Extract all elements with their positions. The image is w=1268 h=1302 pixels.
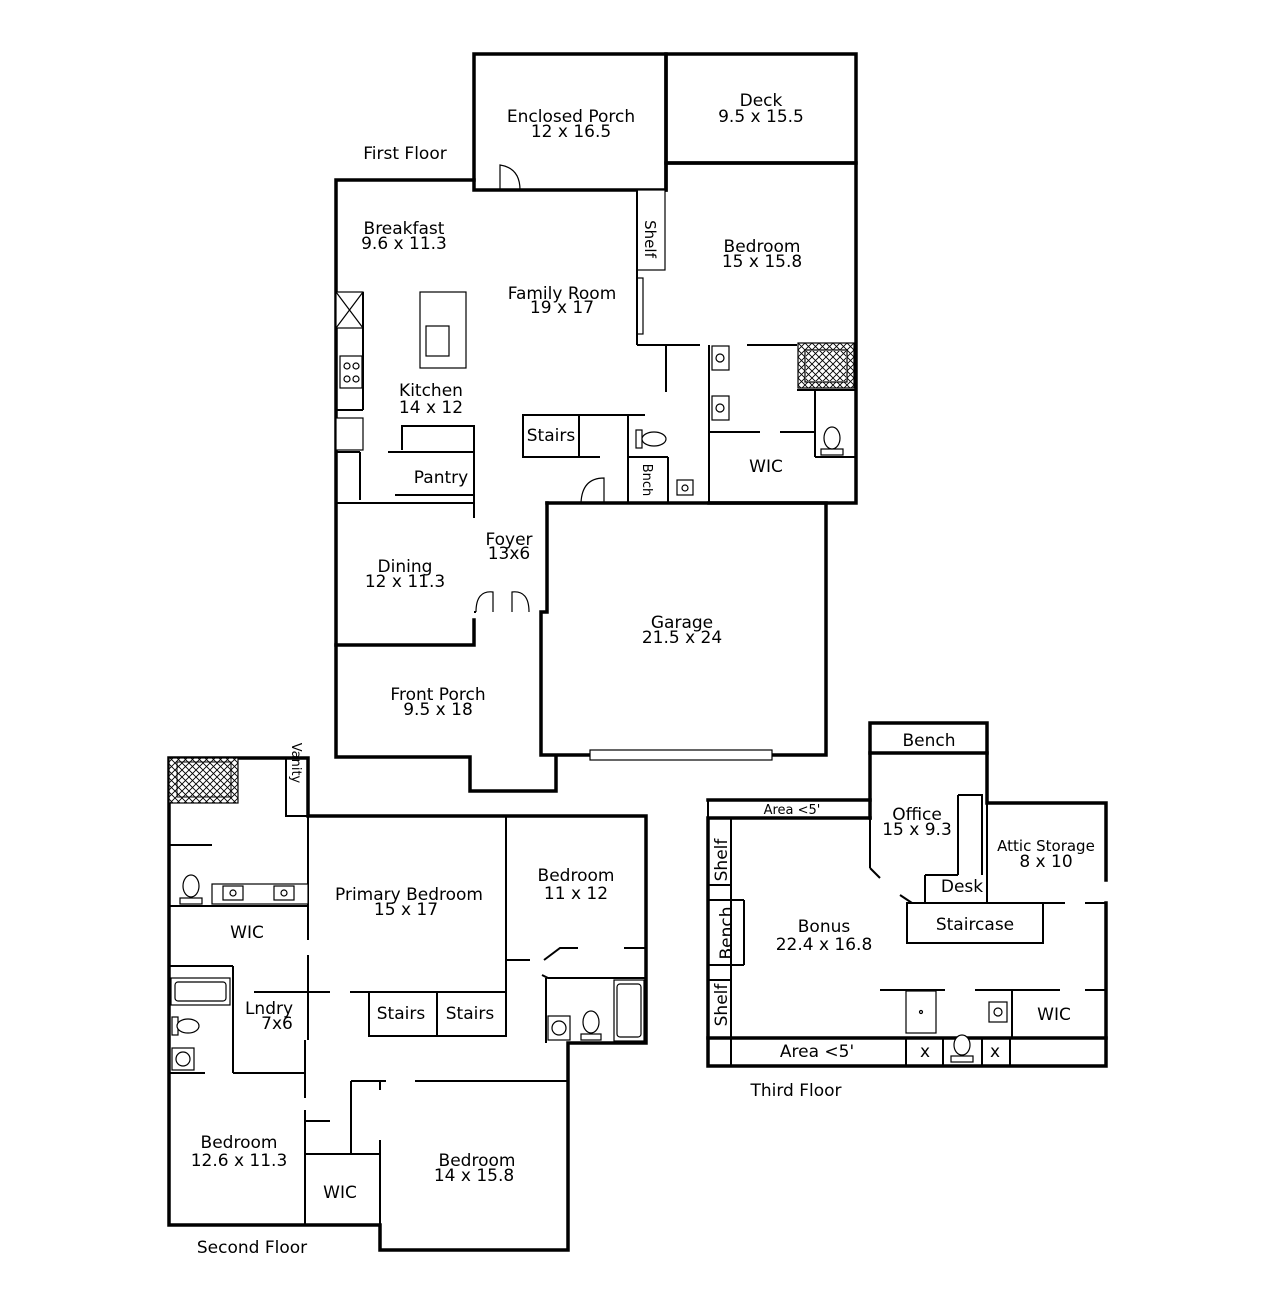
enclosed-porch-name: Enclosed Porch bbox=[507, 107, 635, 127]
enclosed-porch-dims: 12 x 16.5 bbox=[531, 122, 611, 142]
bonus-dims: 22.4 x 16.8 bbox=[776, 935, 873, 955]
pantry-label: Pantry bbox=[414, 468, 468, 488]
front-porch-name: Front Porch bbox=[390, 685, 485, 705]
toilet-icon bbox=[171, 1016, 200, 1036]
breakfast-dims: 9.6 x 11.3 bbox=[361, 234, 447, 254]
area-bottom-label: Area <5' bbox=[780, 1042, 854, 1062]
third-floor-label: Third Floor bbox=[749, 1081, 841, 1101]
first-wic-label: WIC bbox=[749, 457, 783, 477]
first-floor-stairs bbox=[522, 414, 580, 458]
family-room-dims: 19 x 17 bbox=[530, 298, 594, 318]
staircase-label: Staircase bbox=[936, 915, 1014, 935]
vanity-box bbox=[285, 757, 309, 817]
dining-dims: 12 x 11.3 bbox=[365, 572, 445, 592]
primary-bedroom-dims: 15 x 17 bbox=[374, 900, 438, 920]
desk-label: Desk bbox=[941, 877, 983, 897]
stairs-label-2: Stairs bbox=[446, 1004, 495, 1024]
bedroom-c-dims: 14 x 15.8 bbox=[434, 1166, 514, 1186]
x-mark-1: x bbox=[920, 1042, 930, 1062]
toilet-icon bbox=[950, 1034, 974, 1063]
vanity-sink-2 bbox=[711, 395, 730, 421]
sink-2 bbox=[547, 1015, 571, 1041]
garage-entry-door bbox=[580, 477, 605, 504]
sink bbox=[171, 1047, 195, 1071]
bench-label: Bnch bbox=[639, 464, 654, 497]
toilet-icon bbox=[635, 429, 667, 449]
island-sink bbox=[425, 325, 450, 357]
dining-name: Dining bbox=[378, 557, 433, 577]
first-floor-plan: First Floor Enclosed Porch 12 x 16.5 Dec… bbox=[334, 52, 858, 793]
toilet-icon bbox=[580, 1010, 602, 1041]
third-wic-label: WIC bbox=[1037, 1005, 1071, 1025]
x-mark-2: x bbox=[990, 1042, 1000, 1062]
range bbox=[339, 355, 363, 389]
second-floor-plan: Second Floor Vanity WIC Primary Bedroom … bbox=[167, 743, 648, 1258]
office-name: Office bbox=[892, 805, 942, 825]
area-top-label: Area <5' bbox=[764, 803, 821, 818]
deck-dims: 9.5 x 15.5 bbox=[718, 107, 804, 127]
foyer-dims: 13x6 bbox=[488, 544, 531, 564]
family-room-name: Family Room bbox=[508, 284, 617, 304]
garage-dims: 21.5 x 24 bbox=[642, 628, 722, 648]
toilet-icon bbox=[179, 874, 203, 905]
third-floor-plan: Third Floor Bench Area <5' Office 15 x 9… bbox=[706, 721, 1108, 1101]
second-floor-label: Second Floor bbox=[197, 1238, 307, 1258]
bonus-name: Bonus bbox=[798, 917, 851, 937]
garage-name: Garage bbox=[651, 613, 713, 633]
staircase-box bbox=[906, 902, 1044, 944]
front-porch-dims: 9.5 x 18 bbox=[403, 700, 473, 720]
toilet-icon bbox=[820, 426, 844, 456]
front-double-door bbox=[475, 591, 530, 613]
bedroom-1-name: Bedroom bbox=[724, 237, 801, 257]
bedroom-a-name: Bedroom bbox=[538, 866, 615, 886]
office-dims: 15 x 9.3 bbox=[882, 820, 952, 840]
pantry-walls bbox=[401, 425, 475, 518]
first-floor-outer-wall bbox=[334, 178, 558, 793]
dining-wall bbox=[334, 618, 476, 647]
bedroom-c-name: Bedroom bbox=[439, 1151, 516, 1171]
laundry-name: Lndry bbox=[245, 999, 293, 1019]
third-sink bbox=[988, 1001, 1008, 1023]
bedroom-a-dims: 11 x 12 bbox=[544, 884, 608, 904]
shelf-box bbox=[636, 189, 666, 271]
powder-sink bbox=[676, 479, 694, 496]
shelf-label: Shelf bbox=[641, 220, 659, 258]
primary-bedroom-name: Primary Bedroom bbox=[335, 885, 483, 905]
attic-dims: 8 x 10 bbox=[1019, 852, 1072, 872]
foyer-name: Foyer bbox=[485, 530, 532, 550]
garage-left-wall bbox=[539, 501, 592, 757]
bedroom-b-name: Bedroom bbox=[201, 1133, 278, 1153]
first-stairs-label: Stairs bbox=[527, 426, 576, 446]
bedroom-1-dims: 15 x 15.8 bbox=[722, 252, 802, 272]
attic-name: Attic Storage bbox=[997, 837, 1095, 855]
shelf-2-label: Shelf bbox=[712, 983, 732, 1027]
vanity-label: Vanity bbox=[288, 743, 303, 784]
wic-b-label: WIC bbox=[323, 1183, 357, 1203]
breakfast-name: Breakfast bbox=[364, 219, 445, 239]
shelf-1-label: Shelf bbox=[712, 838, 732, 882]
bench-top-label: Bench bbox=[902, 731, 955, 751]
bench-top-box bbox=[868, 721, 989, 755]
first-floor-label: First Floor bbox=[363, 144, 446, 164]
kitchen-name: Kitchen bbox=[399, 381, 463, 401]
laundry-dims: 7x6 bbox=[261, 1014, 293, 1034]
primary-wic-label: WIC bbox=[230, 923, 264, 943]
garage-door bbox=[589, 749, 773, 761]
bedroom-b-dims: 12.6 x 11.3 bbox=[191, 1151, 288, 1171]
bench-side-label: Bench bbox=[717, 906, 737, 959]
porch-door bbox=[499, 164, 521, 191]
third-shower bbox=[905, 990, 937, 1034]
vanity-sink-1 bbox=[711, 345, 730, 371]
deck-name: Deck bbox=[740, 91, 783, 111]
kitchen-dims: 14 x 12 bbox=[399, 398, 463, 418]
stairs-label-1: Stairs bbox=[377, 1004, 426, 1024]
